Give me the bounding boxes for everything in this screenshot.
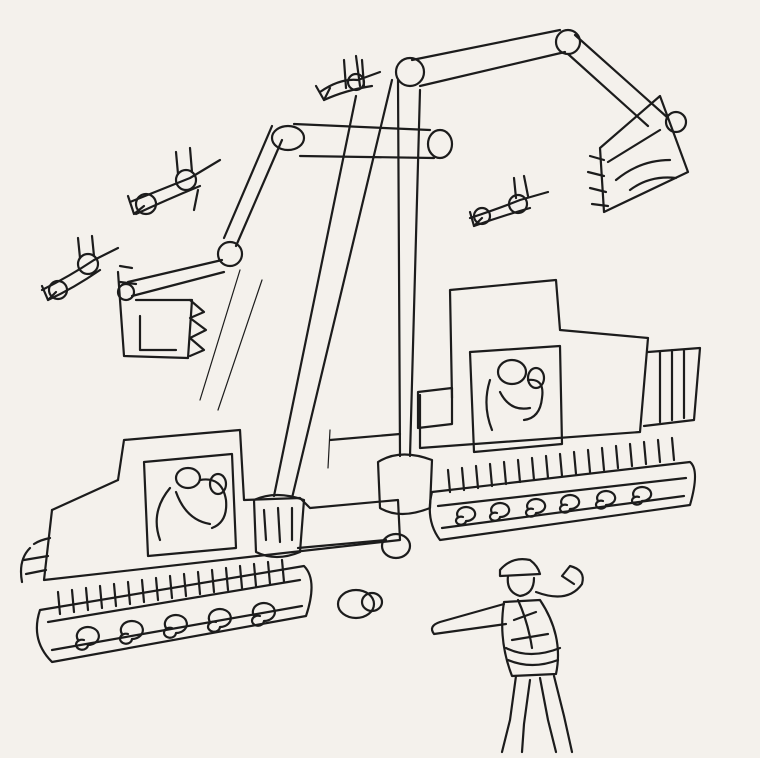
front-boom-top-pivot — [270, 124, 306, 152]
front-nose — [19, 478, 120, 584]
back-stick — [566, 33, 670, 128]
back-cab-window — [468, 344, 564, 454]
excavator-front — [19, 78, 454, 664]
front-boom-end-pivot — [426, 128, 454, 160]
worker-raised-arm — [534, 564, 584, 598]
front-bucket-teeth — [188, 298, 208, 358]
back-body — [418, 278, 650, 450]
front-motion-lines — [199, 269, 331, 469]
front-boom-beam — [292, 122, 436, 160]
front-track-teeth — [56, 558, 286, 616]
birds — [40, 54, 550, 302]
bird — [40, 234, 120, 302]
worker-head — [506, 574, 536, 598]
front-boom — [222, 124, 284, 248]
back-track-teeth — [446, 436, 676, 494]
back-canister — [376, 453, 434, 516]
front-track — [35, 564, 313, 664]
back-boom — [396, 78, 422, 458]
back-operator — [485, 358, 546, 432]
front-operator — [155, 466, 228, 542]
front-bucket — [116, 264, 194, 360]
worker — [430, 558, 584, 754]
back-rear-grille — [642, 346, 702, 428]
back-left-block — [416, 386, 454, 430]
worker-torso — [501, 598, 560, 678]
front-canister — [252, 493, 306, 559]
bird — [468, 174, 550, 228]
worker-legs — [500, 674, 574, 754]
front-bucket-pivot — [116, 282, 136, 302]
back-track — [428, 460, 697, 542]
worker-belt — [504, 646, 562, 667]
back-arm — [410, 28, 567, 88]
worker-outstretched-arm — [430, 602, 508, 636]
front-cab-window — [142, 452, 238, 558]
front-track-wheels — [74, 601, 276, 651]
back-track-wheels — [454, 485, 653, 526]
back-boom-pivot — [394, 56, 426, 88]
bird — [314, 54, 382, 102]
excavator-back — [376, 28, 702, 542]
bird — [126, 146, 222, 216]
front-cables — [272, 78, 402, 550]
front-body — [42, 428, 402, 582]
worker-hat — [498, 558, 542, 578]
back-bucket — [598, 94, 690, 214]
front-idlers — [336, 532, 412, 620]
front-arm — [126, 258, 226, 298]
back-bucket-pivot — [664, 110, 688, 134]
front-arm-pivot — [216, 240, 244, 268]
back-bucket-teeth — [586, 154, 610, 208]
